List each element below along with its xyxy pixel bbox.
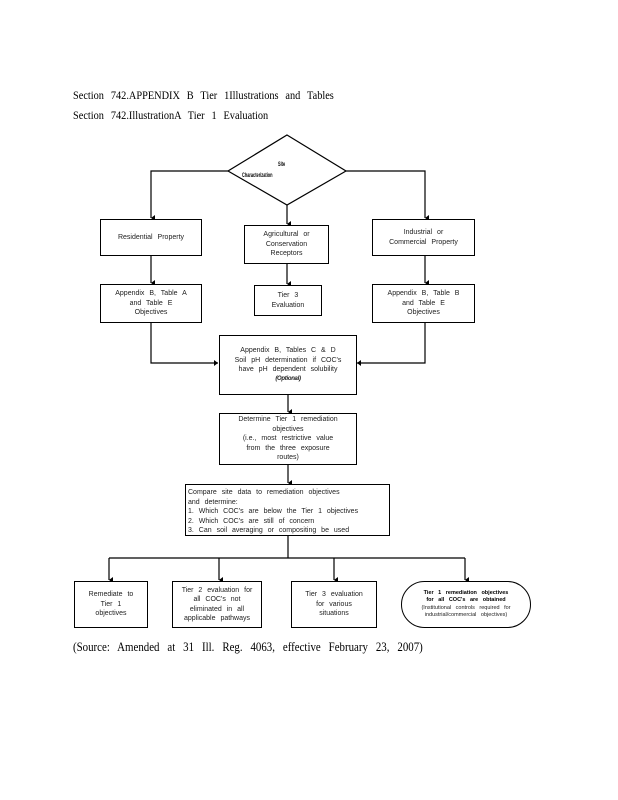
appendix-table-b-label: Appendix B, Table B and Table E Objectiv…: [387, 290, 460, 317]
tier3-various-box: Tier 3 evaluation for various situations: [291, 581, 377, 628]
institutional-controls-note: (Institutional controls required for ind…: [421, 604, 511, 619]
tier2-evaluation-label: Tier 2 evaluation for all COC's not elim…: [181, 586, 253, 623]
objectives-obtained-label: Tier 1 remediation objectives for all CO…: [423, 589, 509, 604]
connector-to-industrial: [346, 170, 429, 221]
appendix-table-b-box: Appendix B, Table B and Table E Objectiv…: [372, 284, 475, 323]
remediate-label: Remediate to Tier 1 objectives: [88, 591, 134, 618]
residential-property-label: Residential Property: [117, 233, 185, 241]
diamond-label-characterization: Characterization: [242, 172, 273, 179]
tier3-various-label: Tier 3 evaluation for various situations: [305, 591, 363, 618]
site-characterization-diamond: [226, 134, 348, 206]
industrial-property-box: Industrial or Commercial Property: [372, 219, 475, 256]
source-citation: (Source: Amended at 31 Ill. Reg. 4063, e…: [73, 640, 423, 654]
tier3-evaluation-label: Tier 3 Evaluation: [271, 292, 305, 309]
determine-objectives-label: Determine Tier 1 remediation objectives …: [238, 416, 338, 462]
residential-property-box: Residential Property: [100, 219, 202, 256]
agricultural-box: Agricultural or Conservation Receptors: [244, 225, 329, 264]
appendix-table-a-box: Appendix B, Table A and Table E Objectiv…: [100, 284, 202, 323]
compare-site-data-label: Compare site data to remediation objecti…: [188, 489, 359, 534]
illustration-heading: Section 742.IllustrationA Tier 1 Evaluat…: [73, 108, 269, 122]
optional-note: (Optional): [275, 375, 301, 382]
diamond-label-site: Site: [278, 161, 286, 168]
objectives-obtained-oval: Tier 1 remediation objectives for all CO…: [401, 581, 531, 628]
section-heading: Section 742.APPENDIX B Tier 1Illustratio…: [73, 88, 334, 102]
agricultural-label: Agricultural or Conservation Receptors: [263, 231, 310, 258]
determine-objectives-box: Determine Tier 1 remediation objectives …: [219, 413, 357, 465]
compare-site-data-box: Compare site data to remediation objecti…: [185, 484, 390, 536]
remediate-box: Remediate to Tier 1 objectives: [74, 581, 148, 628]
connector-to-residential: [150, 170, 228, 221]
soil-ph-box: Appendix B, Tables C & D Soil pH determi…: [219, 335, 357, 395]
appendix-table-a-label: Appendix B, Table A and Table E Objectiv…: [115, 290, 187, 317]
connector-tableA-soilph: [150, 322, 218, 366]
tier3-evaluation-box: Tier 3 Evaluation: [254, 285, 322, 316]
connector-tableB-soilph: [357, 322, 426, 366]
tier2-evaluation-box: Tier 2 evaluation for all COC's not elim…: [172, 581, 262, 628]
industrial-property-label: Industrial or Commercial Property: [389, 229, 458, 246]
soil-ph-label: Appendix B, Tables C & D Soil pH determi…: [234, 347, 342, 373]
